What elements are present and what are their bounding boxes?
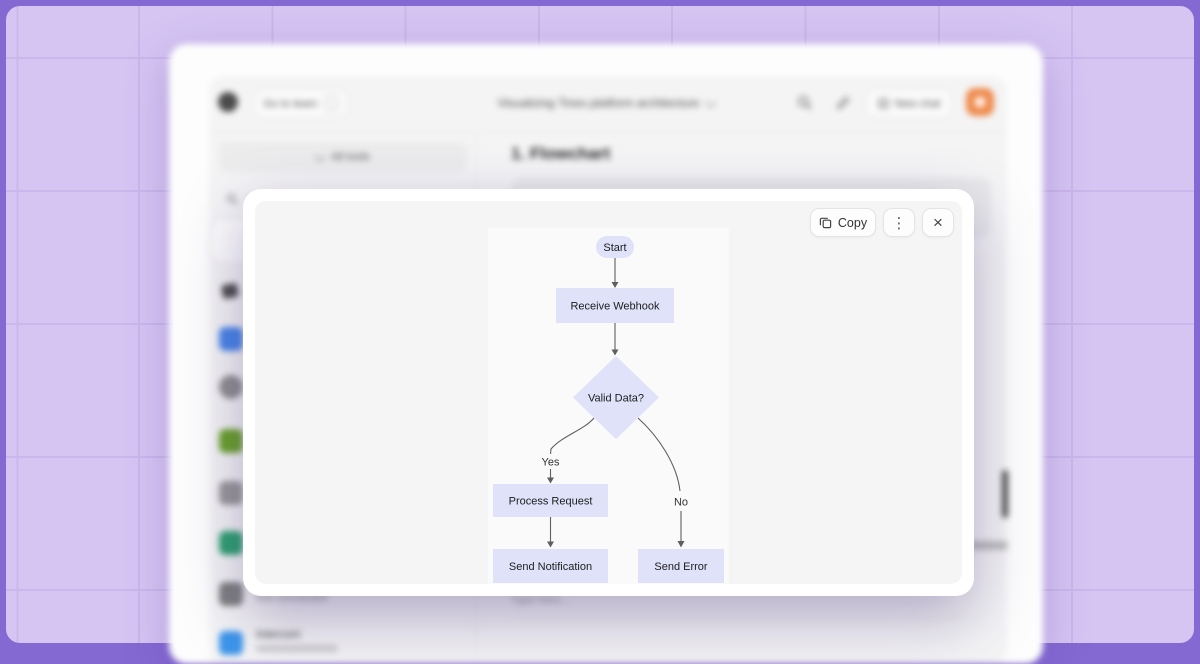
conversation-title-dropdown[interactable]: Visualizing Tines platform architecture (498, 96, 715, 110)
edge-valid-process (551, 418, 595, 454)
sidebar-tool-icon[interactable] (219, 375, 243, 399)
arrowhead-icon (547, 542, 554, 548)
search-icon (226, 193, 239, 206)
desktop-background: Go to team Visualizing Tines platform ar… (0, 0, 1200, 649)
sidebar-tool-icon[interactable] (219, 531, 243, 555)
conversation-title: Visualizing Tines platform architecture (498, 96, 700, 110)
node-send-error-label: Send Error (654, 561, 708, 573)
close-icon: × (933, 213, 943, 233)
shortcut-keycap (324, 95, 339, 112)
content-divider (511, 617, 981, 618)
section-heading: 1. Flowchart (511, 144, 610, 164)
header-divider (209, 132, 1007, 133)
copy-label: Copy (838, 216, 867, 230)
new-chat-button[interactable]: New chat (866, 89, 952, 118)
diagram-modal: Copy ⋮ × (243, 189, 974, 596)
node-start-label: Start (603, 242, 626, 254)
app-logo (218, 92, 238, 112)
sidebar-tool-icon[interactable] (219, 631, 243, 655)
copy-icon (819, 216, 832, 229)
chevron-down-icon (705, 96, 716, 107)
go-to-team-label: Go to team (263, 98, 317, 110)
edge-label-no: No (674, 497, 688, 509)
sidebar-tool-icon[interactable] (219, 481, 243, 505)
search-icon (797, 95, 813, 111)
pencil-icon (835, 95, 851, 111)
all-tools-dropdown[interactable]: All tools (219, 142, 467, 172)
arrowhead-icon (612, 350, 619, 356)
more-options-button[interactable]: ⋮ (883, 208, 915, 237)
plus-icon (878, 98, 889, 109)
all-tools-label: All tools (331, 151, 370, 163)
chevron-down-icon (315, 150, 326, 161)
blurred-text-bar (968, 541, 1008, 550)
close-button[interactable]: × (922, 208, 954, 237)
scrollbar-thumb[interactable] (1002, 470, 1008, 518)
arrowhead-icon (547, 478, 554, 484)
copy-button[interactable]: Copy (810, 208, 876, 237)
sidebar-tool-icon[interactable] (219, 582, 243, 606)
node-send-notification-label: Send Notification (509, 561, 592, 573)
edge-label-yes: Yes (542, 457, 560, 469)
modal-action-bar: Copy ⋮ × (810, 208, 954, 237)
node-valid-data-label: Valid Data? (588, 393, 644, 405)
kebab-menu-icon: ⋮ (892, 214, 907, 232)
flowchart-canvas: Yes No Start Receive Webhook Valid Data? (488, 228, 729, 584)
search-button[interactable] (794, 92, 816, 114)
account-button[interactable] (966, 88, 994, 116)
node-process-request-label: Process Request (509, 496, 593, 508)
sidebar-search[interactable] (224, 191, 240, 207)
edge-valid-error (638, 418, 680, 491)
sidebar-tool-icon[interactable] (219, 429, 243, 453)
go-to-team-button[interactable]: Go to team (254, 89, 348, 118)
arrowhead-icon (612, 282, 619, 288)
diagram-modal-surface: Copy ⋮ × (255, 201, 962, 584)
tool-glyph (221, 283, 239, 300)
sidebar-item-intercom[interactable]: Intercom (256, 629, 301, 641)
flowchart-svg: Yes No Start Receive Webhook Valid Data? (488, 228, 729, 584)
sidebar-tool-icon[interactable] (219, 327, 243, 351)
arrowhead-icon (678, 541, 685, 548)
account-glyph (975, 97, 985, 107)
node-receive-webhook-label: Receive Webhook (570, 301, 660, 313)
compose-button[interactable] (832, 92, 854, 114)
new-chat-label: New chat (895, 98, 941, 110)
